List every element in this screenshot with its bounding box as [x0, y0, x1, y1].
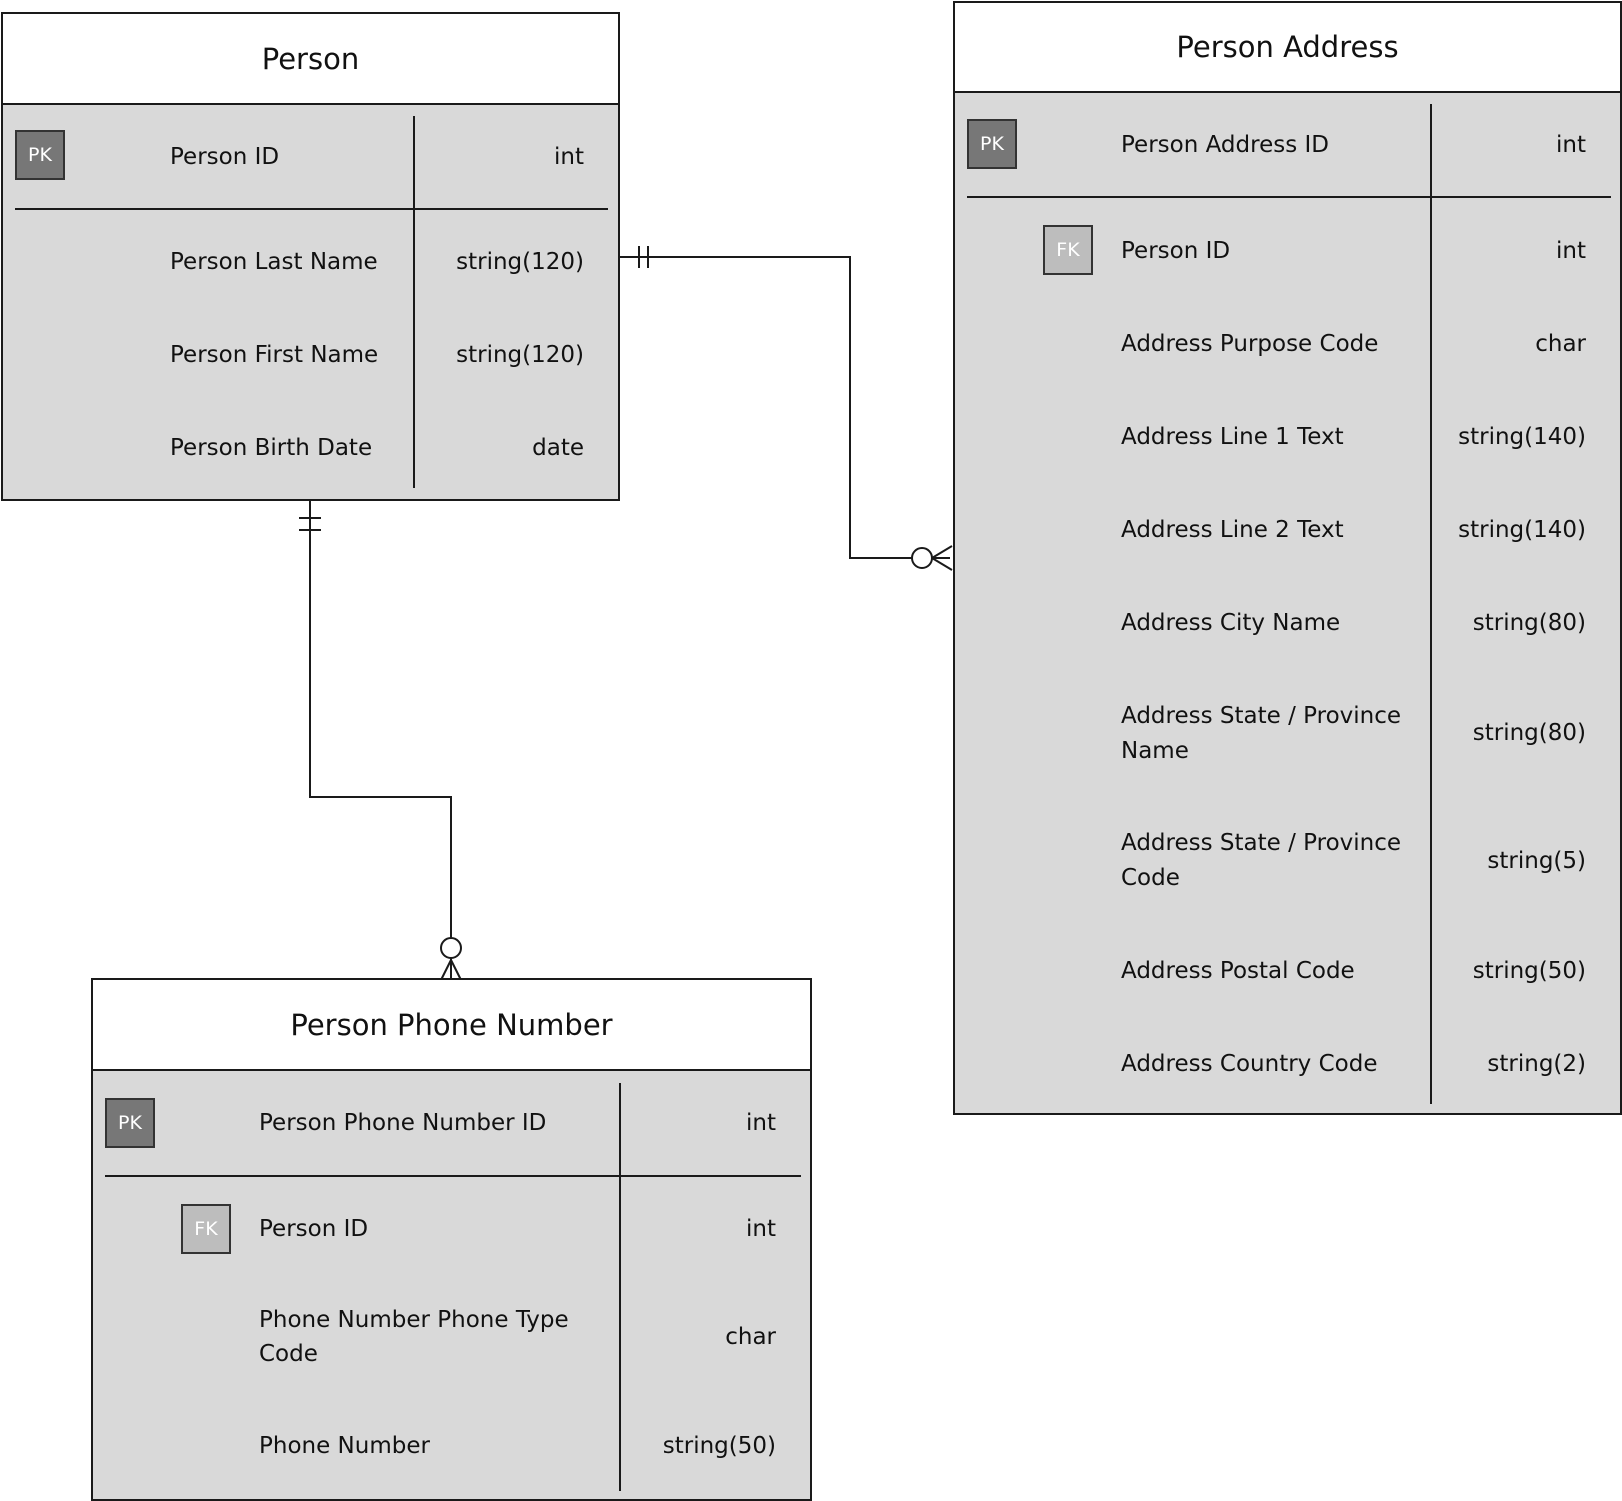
key-divider — [15, 208, 608, 210]
entity-person-phone-number[interactable]: Person Phone Number PK Person Phone Numb… — [91, 978, 812, 1501]
entity-title: Person Phone Number — [93, 980, 810, 1071]
entity-person-address[interactable]: Person Address PK Person Address ID int … — [953, 1, 1622, 1115]
field-type: string(140) — [1458, 424, 1586, 450]
field-type: int — [746, 1216, 776, 1242]
field-name: Person First Name — [170, 342, 379, 368]
field-name: Person ID — [1121, 238, 1231, 264]
relationship-line-person-phone — [309, 501, 452, 980]
field-type: char — [725, 1324, 776, 1350]
crows-foot-mark — [931, 545, 953, 559]
field-type: int — [1556, 132, 1586, 158]
field-type: string(50) — [1472, 958, 1586, 984]
pk-badge: PK — [15, 130, 65, 180]
entity-title: Person — [3, 14, 618, 105]
field-type: string(120) — [456, 342, 584, 368]
field-name: Person Birth Date — [170, 435, 373, 461]
field-name-continued: Code — [1121, 865, 1180, 891]
field-name: Address State / Province — [1121, 703, 1402, 729]
crows-foot-mark — [450, 959, 462, 981]
field-type: string(80) — [1472, 720, 1586, 746]
field-type: date — [532, 435, 584, 461]
field-name: Address Line 1 Text — [1121, 424, 1344, 450]
entity-person[interactable]: Person PK Person ID int Person Last Name… — [1, 12, 620, 501]
zero-optional-mark — [440, 937, 462, 959]
field-type: string(80) — [1472, 610, 1586, 636]
crows-foot-mark — [931, 557, 953, 571]
field-name: Person Phone Number ID — [259, 1110, 547, 1136]
field-type: char — [1535, 331, 1586, 357]
field-name: Person Address ID — [1121, 132, 1329, 158]
field-type: string(2) — [1487, 1051, 1586, 1077]
entity-title: Person Address — [955, 3, 1620, 93]
column-divider — [413, 116, 415, 488]
field-type: string(140) — [1458, 517, 1586, 543]
field-name: Address Purpose Code — [1121, 331, 1379, 357]
field-type: int — [554, 144, 584, 170]
key-divider — [105, 1175, 801, 1177]
field-name: Person ID — [259, 1216, 369, 1242]
field-type: string(5) — [1487, 848, 1586, 874]
field-type: string(50) — [662, 1433, 776, 1459]
field-name-continued: Name — [1121, 738, 1189, 764]
field-name: Address State / Province — [1121, 830, 1402, 856]
fk-badge: FK — [181, 1204, 231, 1254]
column-divider — [619, 1083, 621, 1491]
field-name: Address City Name — [1121, 610, 1341, 636]
column-divider — [1430, 104, 1432, 1104]
zero-optional-mark — [911, 547, 933, 569]
pk-badge: PK — [967, 119, 1017, 169]
field-name-continued: Code — [259, 1341, 318, 1367]
key-divider — [967, 196, 1611, 198]
fk-badge: FK — [1043, 225, 1093, 275]
relationship-line-person-address — [619, 256, 950, 559]
field-name: Person ID — [170, 144, 280, 170]
field-name: Address Postal Code — [1121, 958, 1355, 984]
field-type: int — [1556, 238, 1586, 264]
pk-badge: PK — [105, 1098, 155, 1148]
field-name: Address Line 2 Text — [1121, 517, 1344, 543]
field-name: Person Last Name — [170, 249, 378, 275]
field-name: Phone Number Phone Type — [259, 1307, 569, 1333]
field-type: int — [746, 1110, 776, 1136]
field-name: Phone Number — [259, 1433, 430, 1459]
crows-foot-mark — [440, 959, 452, 981]
field-type: string(120) — [456, 249, 584, 275]
field-name: Address Country Code — [1121, 1051, 1378, 1077]
